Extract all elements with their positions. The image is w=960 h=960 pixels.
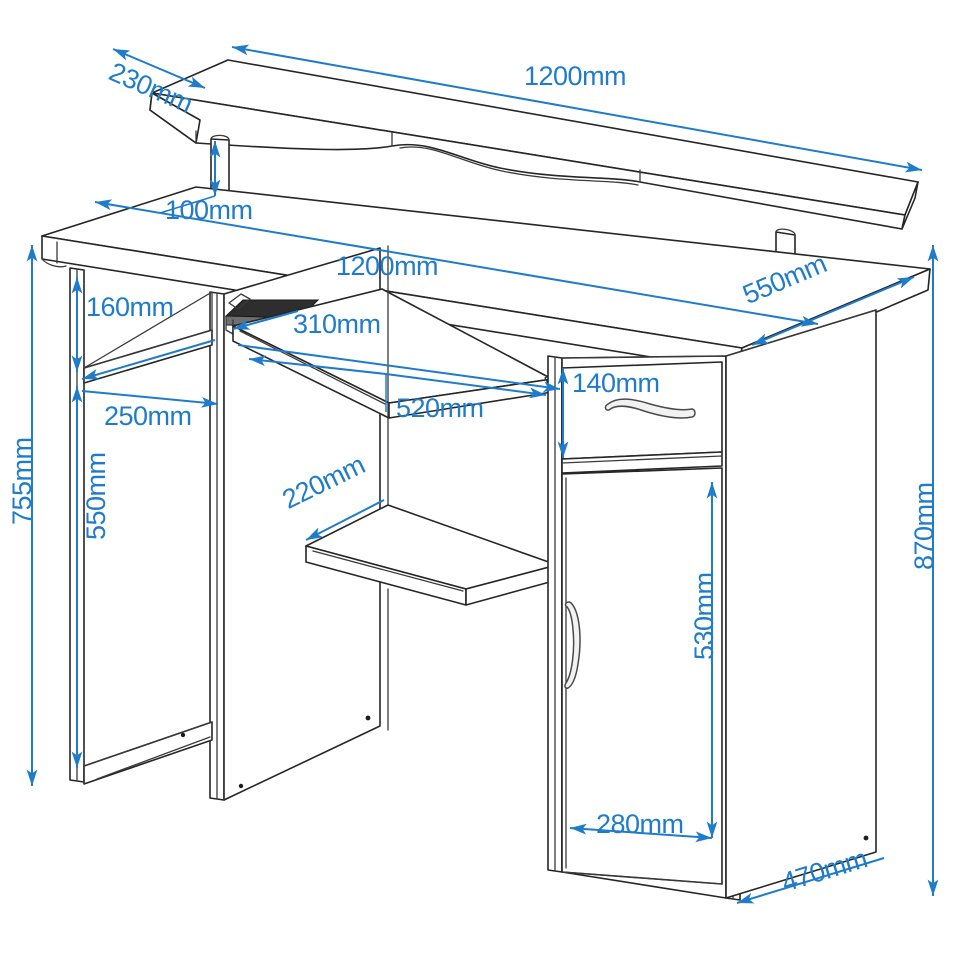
dim-label-140: 140mm — [572, 368, 660, 398]
dim-label-1200-top: 1200mm — [524, 61, 626, 91]
dim-label-530: 530mm — [689, 572, 719, 660]
dim-label-160: 160mm — [86, 292, 174, 322]
dim-label-1200-desktop: 1200mm — [336, 251, 438, 281]
dim-keyboard-tray-width: 520mm — [248, 355, 547, 423]
cpu-shelf — [305, 245, 558, 731]
dim-keyboard-tray-depth: 310mm — [232, 309, 561, 393]
dim-desk-height-total: 870mm — [909, 245, 939, 896]
dim-label-755: 755mm — [7, 437, 37, 525]
dim-label-520: 520mm — [396, 393, 484, 423]
cabinet-door — [561, 467, 723, 885]
dim-label-280: 280mm — [596, 809, 684, 839]
dim-label-550-lower: 550mm — [81, 452, 111, 540]
dim-left-top-opening: 160mm — [71, 277, 174, 372]
dim-label-310: 310mm — [293, 309, 381, 339]
right-cabinet-depth-face — [725, 309, 877, 899]
cabinet-door-handle — [564, 601, 581, 689]
dim-monitor-shelf-width: 1200mm — [231, 44, 923, 173]
dim-label-250: 250mm — [104, 401, 192, 431]
dim-left-lower-opening: 550mm — [71, 386, 111, 768]
dim-cabinet-door-height: 530mm — [689, 482, 719, 838]
dim-label-870: 870mm — [909, 482, 939, 570]
dim-left-shelf-width: 250mm — [81, 339, 219, 431]
drawer-handle — [604, 398, 696, 419]
dim-desk-height-front: 755mm — [7, 245, 38, 786]
dim-drawer-height: 140mm — [557, 368, 660, 458]
dim-cabinet-door-width: 280mm — [569, 809, 713, 843]
right-inner-panel — [547, 355, 563, 873]
drawer — [561, 361, 723, 474]
dim-desktop-width: 1200mm — [94, 199, 819, 327]
